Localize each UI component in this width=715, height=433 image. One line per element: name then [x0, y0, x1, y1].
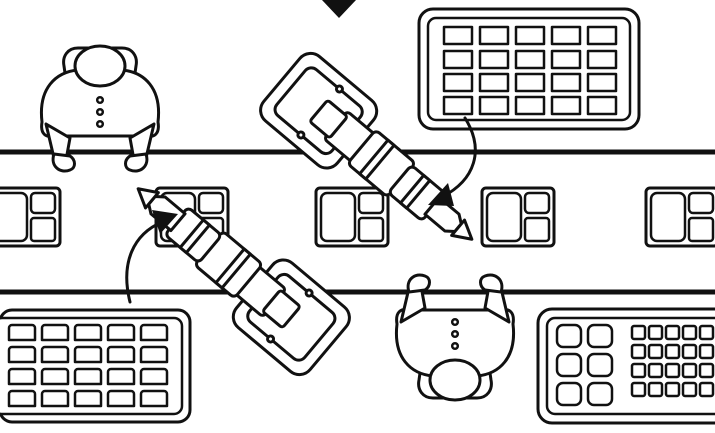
down-arrow-icon — [322, 0, 356, 18]
tray-icon — [314, 186, 390, 248]
rack-cells — [442, 25, 618, 116]
tray-icon — [0, 186, 62, 248]
tray-icon — [644, 186, 715, 248]
rack-large-cells — [555, 323, 614, 407]
lower-left-rack — [0, 308, 192, 424]
rack-small-cells — [630, 324, 715, 398]
upper-rack — [417, 7, 641, 131]
arrow-icon — [125, 210, 178, 304]
arrow-icon — [428, 116, 477, 206]
lower-right-rack — [536, 307, 715, 425]
rack-portions — [7, 323, 169, 408]
tray-icon — [480, 186, 556, 248]
